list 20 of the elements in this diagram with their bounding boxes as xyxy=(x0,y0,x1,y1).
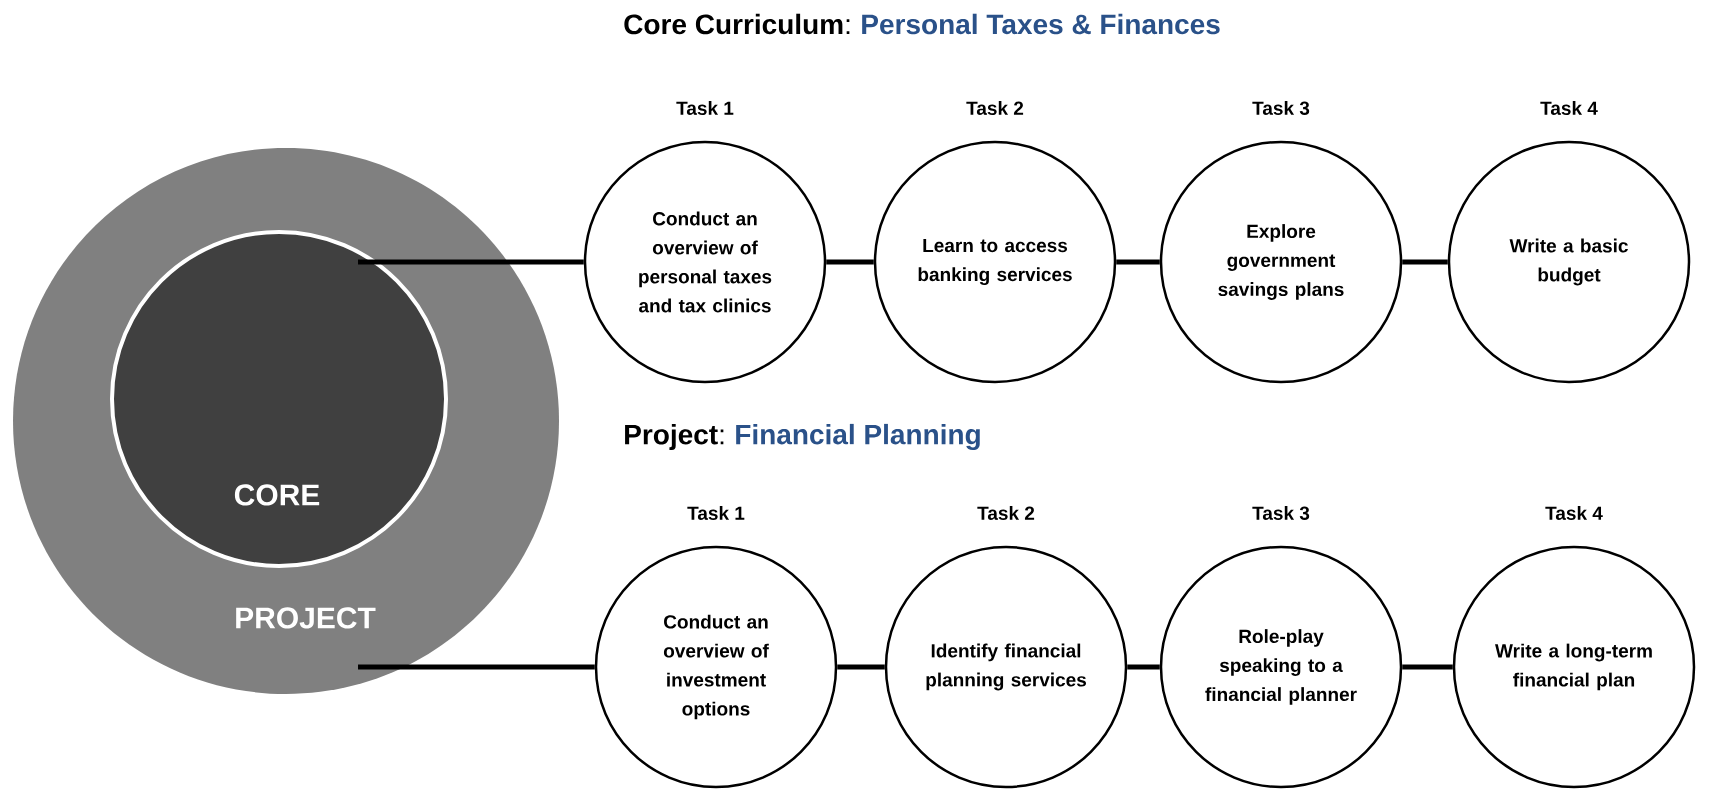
connector-line xyxy=(358,259,584,265)
task-label: Task 2 xyxy=(966,101,1024,115)
connector-line xyxy=(1402,259,1448,265)
connector-line xyxy=(358,664,595,670)
heading: Personal Taxes & Finances xyxy=(862,13,1220,35)
connector-line xyxy=(1402,664,1453,670)
connector-line xyxy=(1127,664,1160,670)
connector-line xyxy=(1116,259,1160,265)
connector-line xyxy=(826,259,874,265)
task-label: Task 4 xyxy=(1545,506,1603,520)
task-label: Task 2 xyxy=(977,506,1035,520)
task-label: Task 3 xyxy=(1252,101,1310,115)
heading: Financial Planning xyxy=(736,423,980,451)
heading: Project: xyxy=(625,423,724,451)
heading: Core Curriculum: xyxy=(624,13,850,35)
task-label: Task 1 xyxy=(676,101,734,115)
task-label: Task 3 xyxy=(1252,506,1310,520)
connector-line xyxy=(837,664,885,670)
task-label: Task 1 xyxy=(687,506,745,520)
task-label: Task 4 xyxy=(1540,101,1598,115)
